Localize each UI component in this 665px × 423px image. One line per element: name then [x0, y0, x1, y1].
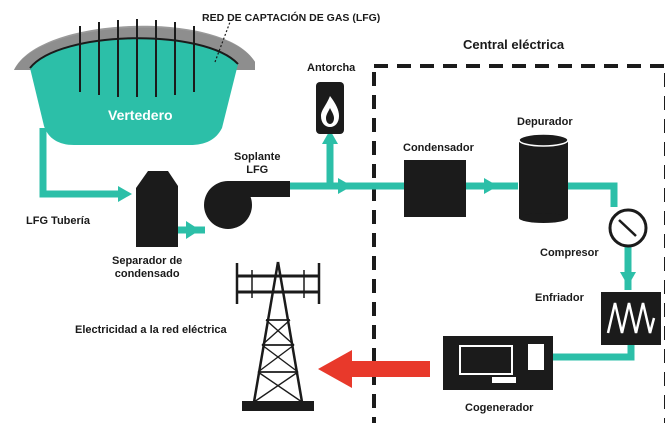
label-cogenerador: Cogenerador	[465, 402, 534, 414]
condenser	[404, 160, 466, 217]
label-lfg-tuberia: LFG Tubería	[26, 215, 90, 227]
label-vertedero: Vertedero	[108, 107, 173, 123]
label-separador: Separador de condensado	[112, 255, 183, 280]
zigzag-icon	[606, 302, 656, 334]
flare	[316, 82, 344, 134]
label-depurador: Depurador	[517, 116, 573, 128]
label-soplante: Soplante LFG	[234, 151, 281, 176]
label-central-electrica: Central eléctrica	[463, 37, 565, 52]
lfg-blower	[204, 181, 290, 229]
power-output-arrow	[318, 350, 430, 388]
cooler	[601, 292, 661, 345]
scrubber	[518, 133, 569, 223]
compressor	[608, 208, 648, 248]
flow-arrows	[118, 130, 636, 286]
landfill-body	[30, 38, 238, 145]
callout-leader	[214, 21, 231, 63]
condensate-separator	[136, 171, 178, 247]
label-red-captacion: RED DE CAPTACIÓN DE GAS (LFG)	[202, 12, 381, 24]
gas-collection-wells	[79, 19, 195, 97]
transmission-tower-icon	[235, 261, 321, 411]
label-antorcha: Antorcha	[307, 62, 356, 74]
landfill	[14, 19, 255, 145]
label-compresor: Compresor	[540, 247, 599, 259]
label-enfriador: Enfriador	[535, 292, 584, 304]
cogenerator	[443, 336, 553, 390]
label-condensador: Condensador	[403, 142, 474, 154]
label-electricidad: Electricidad a la red eléctrica	[75, 324, 227, 336]
power-plant-boundary	[372, 64, 665, 423]
